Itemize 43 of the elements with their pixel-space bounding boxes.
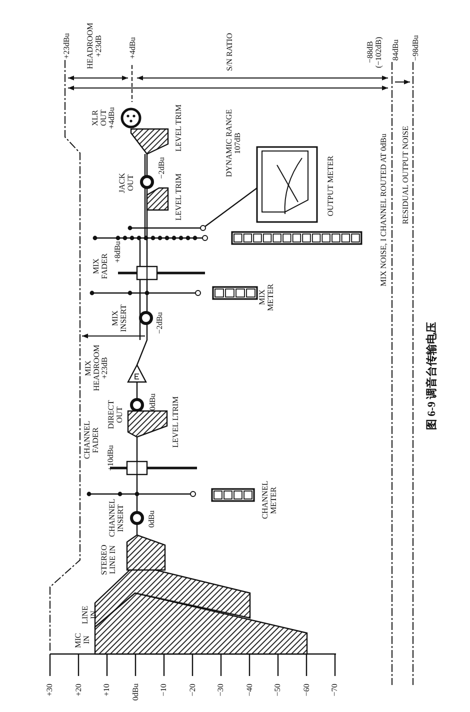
level-value: +8dBu — [114, 241, 122, 263]
headroom-label: MIX HEADROOM +23dB — [84, 344, 110, 393]
level-value: −98dBu — [412, 35, 420, 61]
axis-tick-label: +30 — [46, 684, 54, 696]
component-label: MIX METER — [258, 282, 276, 312]
axis-tick-label: −50 — [274, 684, 282, 696]
axis-tick-label: +10 — [102, 684, 112, 696]
axis-tick-label: −20 — [188, 684, 197, 696]
level-value: 0dBu — [148, 510, 156, 528]
component-label: LEVEL TRIM — [174, 104, 184, 152]
component-label: MIX FADER — [92, 252, 110, 281]
axis-tick-label: −70 — [330, 684, 340, 696]
component-label: DIRECT OUT — [108, 399, 124, 432]
level-value: −2dBu — [156, 312, 164, 334]
axis-tick-label: −60 — [302, 684, 311, 696]
component-label: OUTPUT METER — [326, 156, 336, 216]
input-label: STEREO LINE IN — [100, 545, 118, 575]
ratio-label: S/N RATIO — [226, 33, 234, 71]
axis-tick-label: 0dBu — [131, 683, 140, 701]
level-value: +23dBu — [62, 33, 72, 59]
component-label: CHANNEL INSERT — [108, 498, 126, 539]
level-value: −2dBu — [158, 157, 166, 179]
level-value: 0dBu — [148, 393, 158, 411]
headroom-label: HEADROOM +23dB — [86, 23, 104, 69]
axis-tick-label: +20 — [74, 684, 83, 696]
input-label: MIC IN — [74, 631, 92, 650]
component-label: CHANNEL FADER — [84, 420, 100, 461]
axis-tick-label: −30 — [216, 684, 226, 696]
component-label: LEVEL TRIM — [174, 174, 184, 220]
caption: 图 6-9 调音台传输电压 — [427, 322, 439, 430]
component-label: MIX INSERT — [112, 303, 128, 333]
axis-tick-label: −40 — [245, 684, 254, 696]
component-label: XLR OUT +4dBu — [91, 106, 117, 131]
noise-label: MIX NOISE, I CHANNEL ROUTED AT 0dBu — [380, 134, 388, 286]
component-label: JACK OUT — [118, 172, 136, 196]
level-value: +4dBu — [128, 37, 138, 59]
noise-label: RESIDUAL OUTPUT NOISE — [402, 126, 410, 224]
component-label: LEVEL LTRIM — [172, 396, 180, 448]
dynamic-range-label: DYNAMIC RANGE 107dB — [226, 108, 242, 178]
level-value: 84dBu — [392, 39, 400, 61]
axis-tick-label: −10 — [160, 684, 168, 696]
component-label: CHANNEL METER — [262, 480, 278, 521]
ratio-value: −88dB (−102dB) — [366, 35, 384, 70]
